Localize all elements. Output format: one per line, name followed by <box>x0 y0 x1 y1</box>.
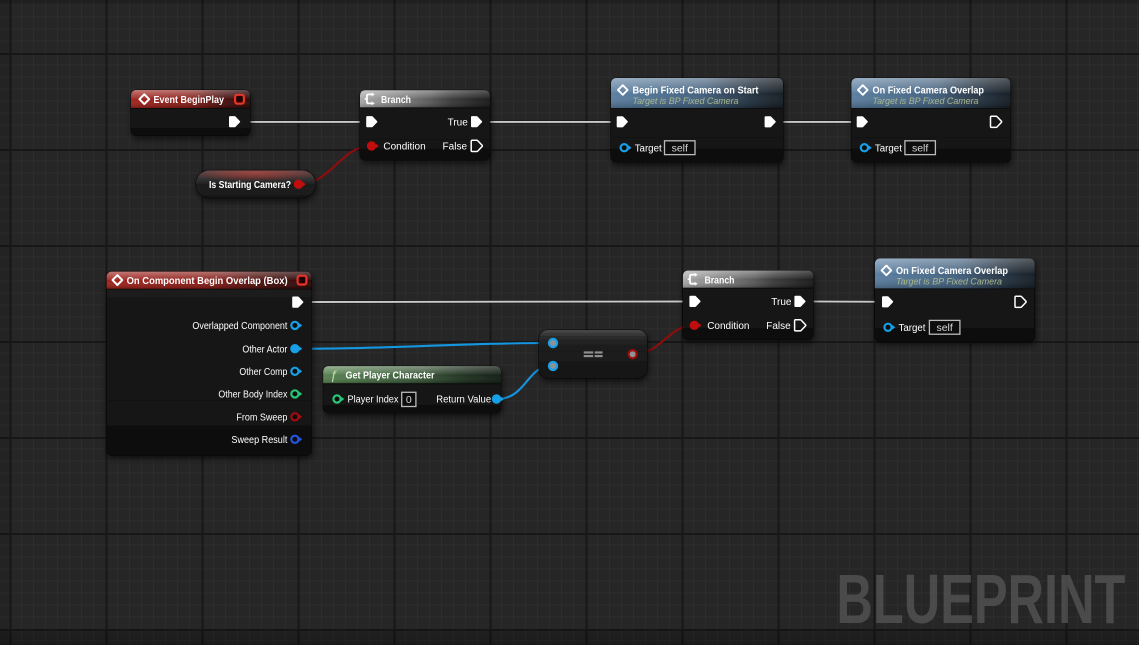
svg-text:Condition: Condition <box>707 321 749 332</box>
svg-text:False: False <box>443 142 468 153</box>
svg-text:Get Player Character: Get Player Character <box>346 370 435 381</box>
svg-text:Target is BP Fixed Camera: Target is BP Fixed Camera <box>896 276 1002 287</box>
svg-text:Sweep Result: Sweep Result <box>231 435 287 446</box>
svg-text:ƒ: ƒ <box>330 368 337 383</box>
svg-text:self: self <box>912 143 928 155</box>
svg-text:Begin Fixed Camera on Start: Begin Fixed Camera on Start <box>633 85 759 97</box>
svg-text:Other Actor: Other Actor <box>242 344 288 355</box>
svg-text:On Fixed Camera Overlap: On Fixed Camera Overlap <box>873 85 985 97</box>
svg-text:0: 0 <box>406 394 412 406</box>
svg-text:Other Body Index: Other Body Index <box>218 390 287 401</box>
svg-text:True: True <box>771 297 792 308</box>
svg-text:Event BeginPlay: Event BeginPlay <box>154 95 225 106</box>
svg-text:Other Comp: Other Comp <box>239 367 287 378</box>
svg-text:Branch: Branch <box>705 274 735 286</box>
svg-text:True: True <box>448 117 469 128</box>
svg-text:Player Index: Player Index <box>348 395 399 406</box>
svg-text:Overlapped Component: Overlapped Component <box>192 321 287 332</box>
svg-text:self: self <box>672 143 688 155</box>
svg-text:On Component Begin Overlap (Bo: On Component Begin Overlap (Box) <box>127 276 288 287</box>
svg-text:Target is BP Fixed Camera: Target is BP Fixed Camera <box>873 96 979 107</box>
svg-text:self: self <box>936 322 952 334</box>
svg-text:Is Starting Camera?: Is Starting Camera? <box>209 179 291 191</box>
svg-text:Target: Target <box>635 143 662 154</box>
svg-text:Target: Target <box>875 143 902 154</box>
svg-text:Target: Target <box>899 323 926 334</box>
svg-text:On Fixed Camera Overlap: On Fixed Camera Overlap <box>896 265 1008 277</box>
svg-text:BLUEPRINT: BLUEPRINT <box>836 560 1125 638</box>
svg-text:Return Value: Return Value <box>436 395 491 406</box>
svg-text:From Sweep: From Sweep <box>236 412 287 423</box>
svg-text:False: False <box>766 321 791 332</box>
svg-text:Branch: Branch <box>381 94 411 106</box>
svg-text:Condition: Condition <box>383 142 425 153</box>
svg-text:Target is BP Fixed Camera: Target is BP Fixed Camera <box>633 96 739 107</box>
